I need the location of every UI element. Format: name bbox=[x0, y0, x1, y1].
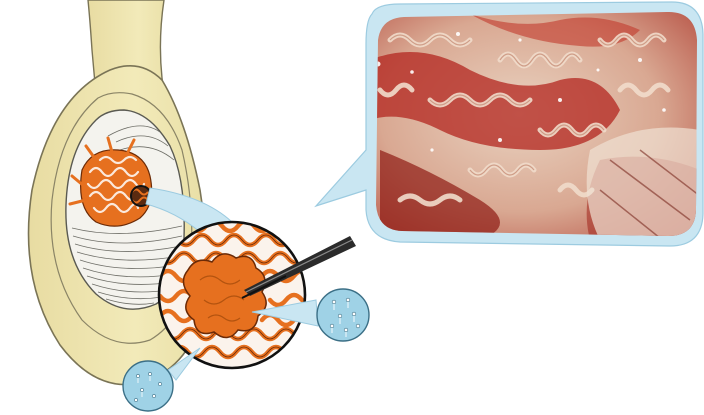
microscope-photo bbox=[370, 10, 702, 242]
dilated-tubule bbox=[183, 254, 266, 338]
microscope-speech-bubble-icon bbox=[316, 2, 703, 246]
sperm-sample-circle-left-icon bbox=[123, 361, 173, 411]
magnified-tubule-circle-icon bbox=[159, 221, 310, 368]
sperm-sample-circle-right-icon bbox=[317, 289, 369, 341]
